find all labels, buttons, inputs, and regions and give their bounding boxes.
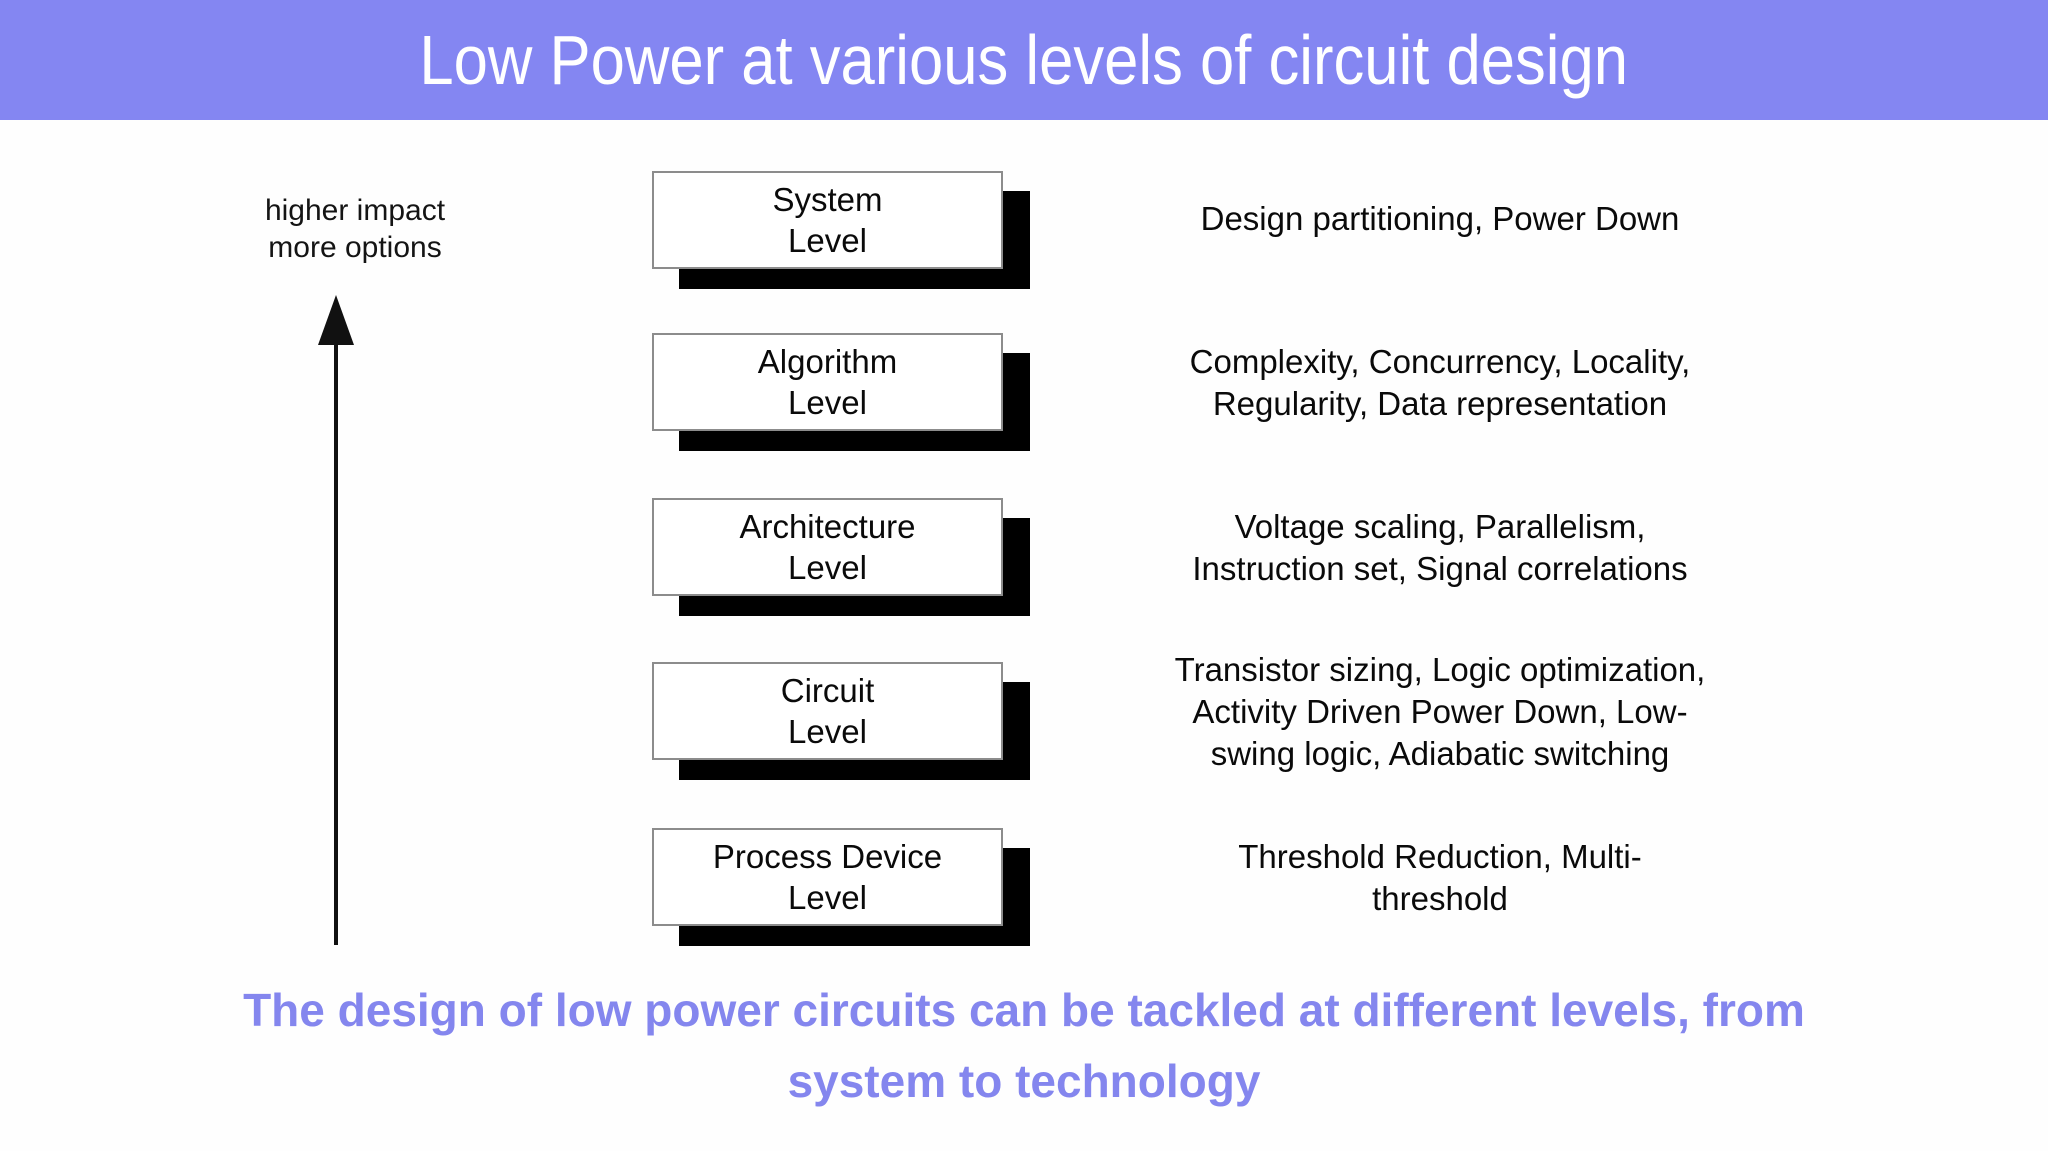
level-description-system: Design partitioning, Power Down [1200, 200, 1680, 237]
title-banner: Low Power at various levels of circuit d… [0, 0, 2048, 120]
level-box-process-device: Process Device Level [652, 828, 1003, 926]
level-box-algorithm: Algorithm Level [652, 333, 1003, 431]
impact-label: higher impact more options [264, 194, 446, 264]
level-description-circuit: Transistor sizing, Logic optimization, A… [1174, 651, 1706, 772]
level-description-algorithm: Complexity, Concurrency, Locality, Regul… [1189, 343, 1691, 422]
level-box-circuit: Circuit Level [652, 662, 1003, 760]
level-box-system: System Level [652, 171, 1003, 269]
arrow-up-icon [318, 295, 354, 345]
level-description-process-device: Threshold Reduction, Multi- threshold [1238, 838, 1642, 917]
level-box-architecture: Architecture Level [652, 498, 1003, 596]
arrow-shaft [334, 342, 338, 945]
page-title: Low Power at various levels of circuit d… [419, 21, 1629, 99]
footer-statement: The design of low power circuits can be … [243, 984, 1805, 1107]
level-description-architecture: Voltage scaling, Parallelism, Instructio… [1192, 508, 1688, 587]
